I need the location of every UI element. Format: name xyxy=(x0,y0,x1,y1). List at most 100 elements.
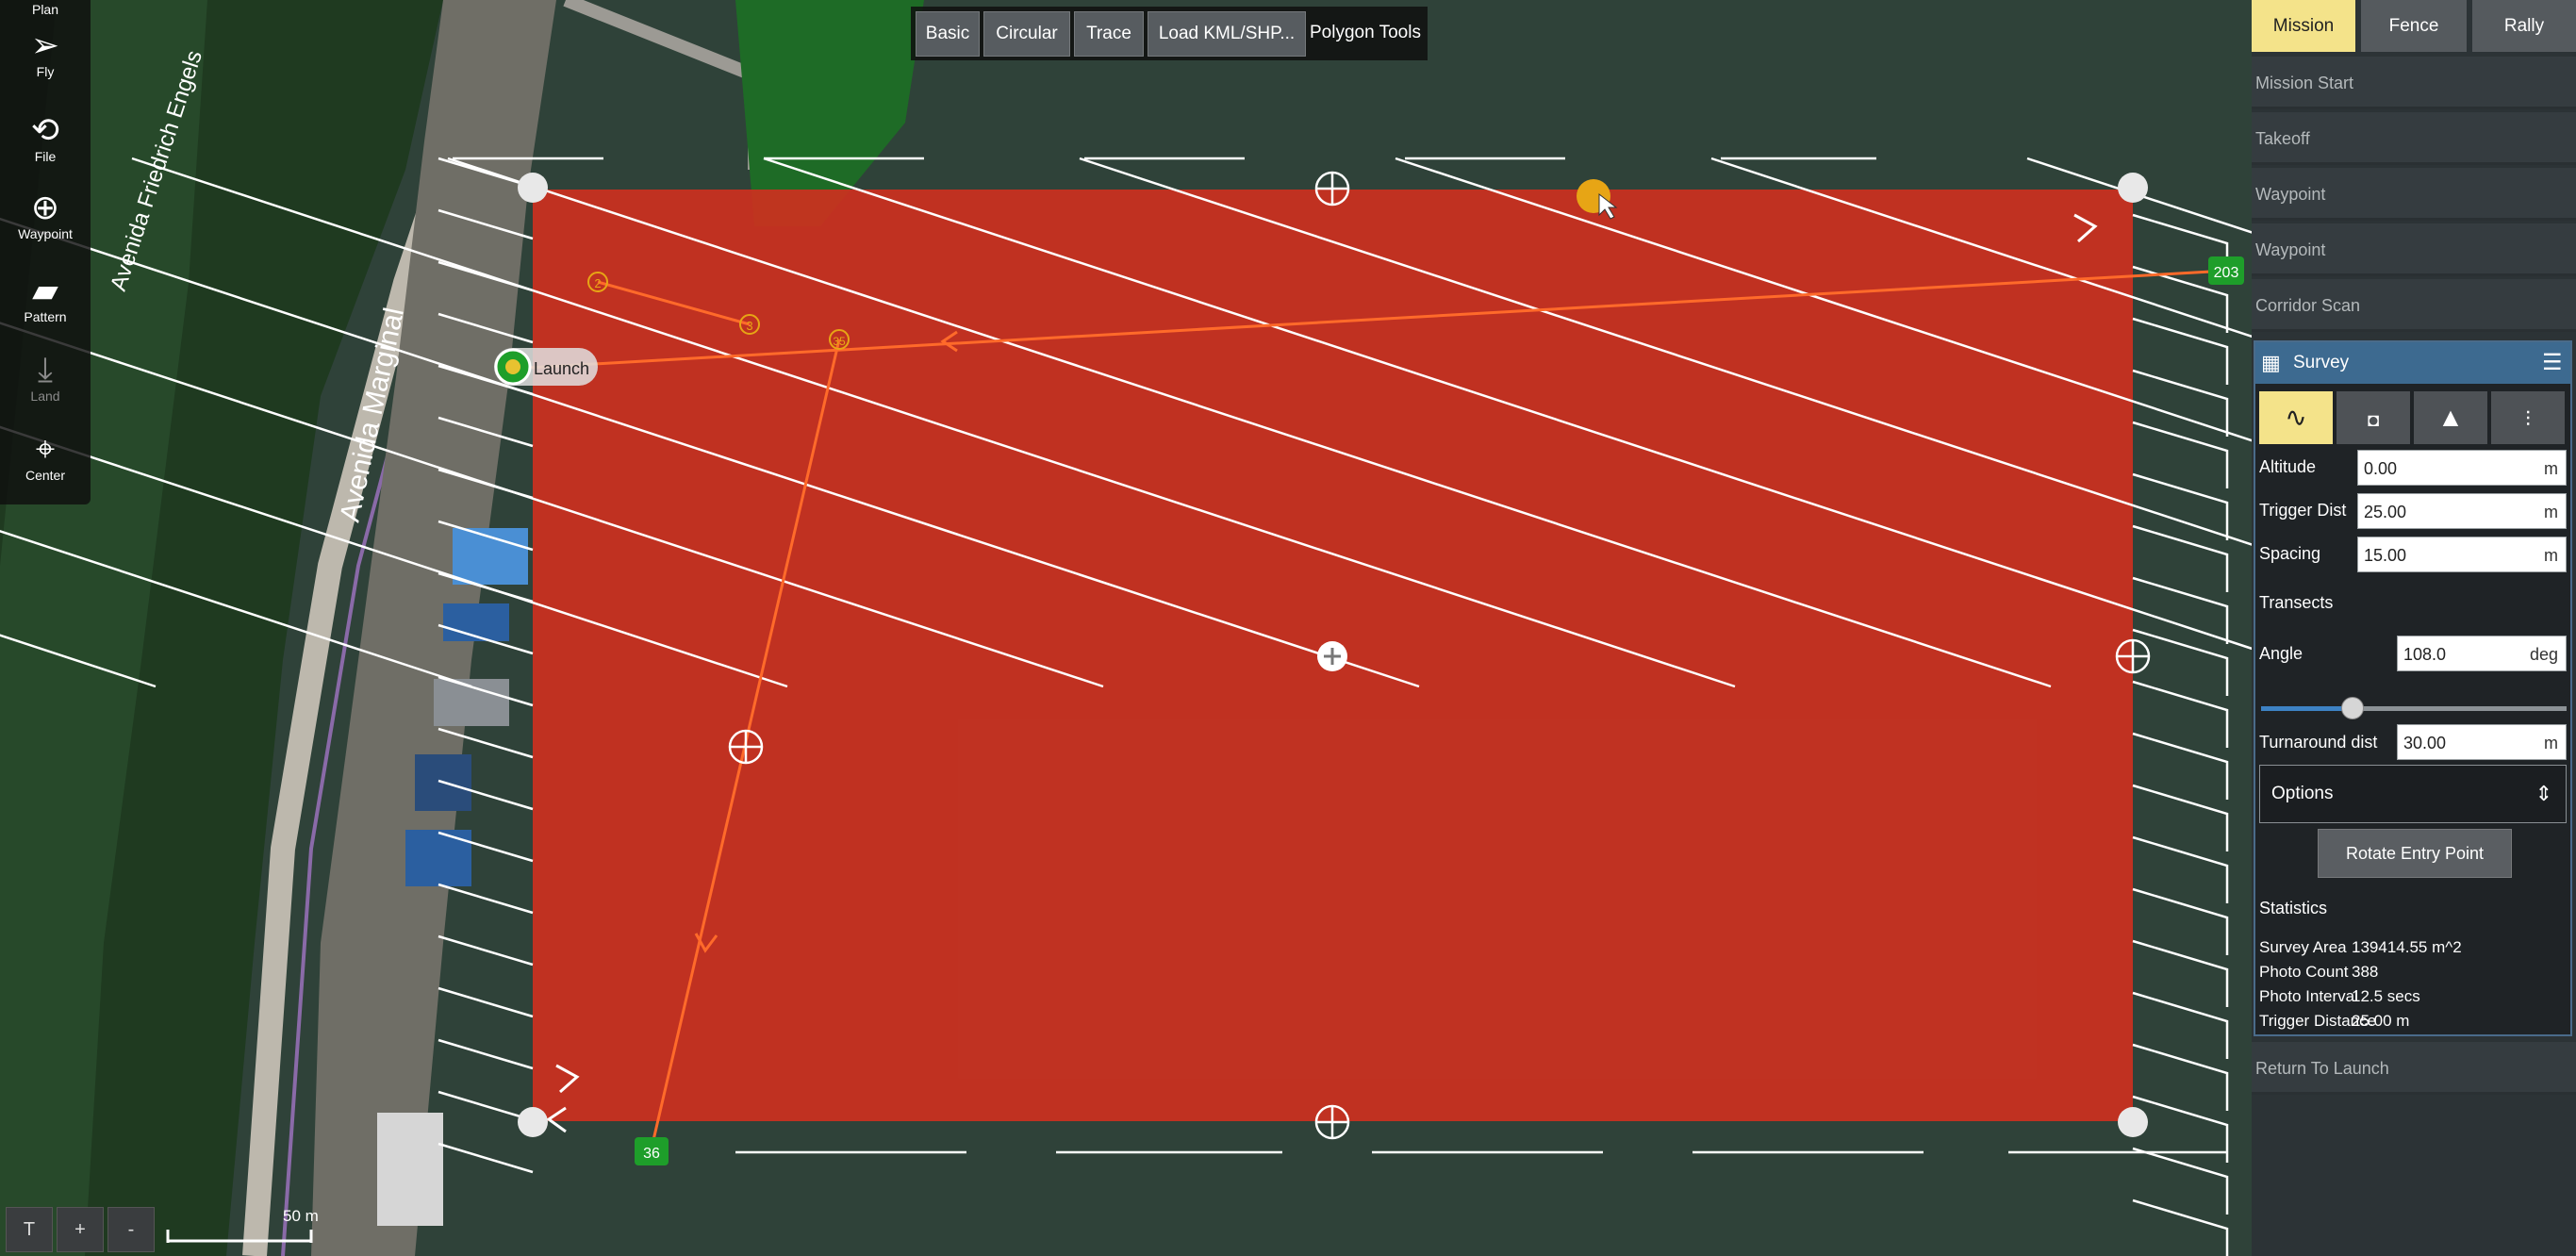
turnaround-input[interactable]: 30.00 m xyxy=(2397,724,2567,760)
add-vertex-icon[interactable] xyxy=(2115,638,2151,674)
altitude-unit: m xyxy=(2544,459,2558,478)
land-button[interactable]: ⤓ Land xyxy=(0,351,91,405)
mission-item-start[interactable]: Mission Start xyxy=(2252,57,2576,109)
tab-terrain[interactable]: ▲ xyxy=(2414,391,2487,444)
spacing-label: Spacing xyxy=(2259,544,2321,563)
spacing-unit: m xyxy=(2544,546,2558,565)
polygon-vertex[interactable] xyxy=(518,1107,548,1137)
polygon-vertex[interactable] xyxy=(518,173,548,203)
slider-track xyxy=(2261,706,2567,711)
tab-survey-pattern[interactable]: ∿ xyxy=(2259,391,2333,444)
add-vertex-icon[interactable] xyxy=(1314,171,1350,207)
waypoint-3[interactable]: 3 xyxy=(739,314,760,335)
turnaround-segment xyxy=(2132,1043,2229,1111)
building-roof xyxy=(377,1113,443,1226)
turnaround-segment xyxy=(438,260,534,292)
altitude-label: Altitude xyxy=(2259,457,2317,476)
zoom-in-button[interactable]: + xyxy=(57,1207,104,1252)
slider-handle[interactable] xyxy=(2341,697,2365,719)
turnaround-segment xyxy=(2132,835,2229,903)
trace-button[interactable]: Trace xyxy=(1074,11,1144,57)
turnaround-segment xyxy=(438,675,534,707)
turnaround-segment xyxy=(2132,524,2229,592)
fly-button[interactable]: ➢ Fly xyxy=(0,26,91,80)
tab-fence[interactable]: Fence xyxy=(2361,0,2467,52)
rotate-entry-point-button[interactable]: Rotate Entry Point xyxy=(2318,829,2512,878)
waypoint-label: Waypoint xyxy=(18,226,73,241)
add-vertex-icon[interactable] xyxy=(728,729,764,765)
altitude-value: 0.00 xyxy=(2364,459,2398,478)
survey-grid-icon: ▦ xyxy=(2261,351,2281,374)
waypoint-label: 203 xyxy=(2214,265,2239,281)
file-sync-icon: ⟲ xyxy=(30,110,60,149)
turnaround-segment xyxy=(2132,1198,2229,1256)
waypoint-203[interactable]: 203 xyxy=(2208,256,2244,285)
circular-button[interactable]: Circular xyxy=(983,11,1070,57)
transect-line xyxy=(763,157,2368,688)
file-button[interactable]: ⟲ File xyxy=(0,110,91,165)
angle-label: Angle xyxy=(2259,644,2304,663)
trigger-dist-input[interactable]: 25.00 m xyxy=(2357,493,2567,529)
camera-icon: ◘ xyxy=(2367,410,2380,431)
tilt-button[interactable]: T xyxy=(6,1207,53,1252)
mission-item-corridor-scan[interactable]: Corridor Scan xyxy=(2252,279,2576,332)
turnaround-segment xyxy=(2132,265,2229,333)
stat-label: Survey Area xyxy=(2259,938,2347,956)
polygon-vertex[interactable] xyxy=(2118,173,2148,203)
waypoint-button[interactable]: ⊕ Waypoint xyxy=(0,189,91,242)
stat-label: Photo Count xyxy=(2259,963,2349,981)
polygon-vertices[interactable] xyxy=(518,173,2148,1137)
load-kml-button[interactable]: Load KML/SHP... xyxy=(1148,11,1306,57)
options-dropdown[interactable]: Options ⇕ xyxy=(2259,765,2567,823)
zoom-out-button[interactable]: - xyxy=(107,1207,155,1252)
turnaround-value: 30.00 xyxy=(2403,734,2447,752)
tab-settings[interactable]: ⫶ xyxy=(2491,391,2565,444)
tab-camera[interactable]: ◘ xyxy=(2337,391,2410,444)
turnaround-segment xyxy=(438,571,534,603)
launch-marker[interactable]: Launch xyxy=(494,348,598,386)
turnaround-segment xyxy=(438,934,534,967)
waypoint-35[interactable]: 35 xyxy=(829,329,850,350)
mission-item-waypoint[interactable]: Waypoint xyxy=(2252,223,2576,276)
survey-pattern-icon: ∿ xyxy=(2285,403,2307,432)
waypoint-label: 3 xyxy=(746,319,752,333)
polygon-vertex[interactable] xyxy=(2118,1107,2148,1137)
transect-arrows xyxy=(546,213,2098,1133)
survey-header[interactable]: ▦ Survey ☰ xyxy=(2255,342,2570,384)
waypoint-2[interactable]: 2 xyxy=(587,272,608,292)
tab-mission[interactable]: Mission xyxy=(2252,0,2355,52)
basic-button[interactable]: Basic xyxy=(916,11,980,57)
pattern-icon: ▰ xyxy=(32,271,58,309)
transect-line xyxy=(0,322,1104,688)
waypoint-label: 2 xyxy=(594,276,601,290)
hamburger-menu-icon[interactable]: ☰ xyxy=(2542,350,2563,375)
pattern-button[interactable]: ▰ Pattern xyxy=(0,271,91,325)
mission-item-return-to-launch[interactable]: Return To Launch xyxy=(2252,1042,2576,1095)
mission-item-takeoff[interactable]: Takeoff xyxy=(2252,112,2576,165)
fly-label: Fly xyxy=(36,64,55,79)
altitude-input[interactable]: 0.00 m xyxy=(2357,450,2567,486)
turnaround-segment xyxy=(2132,1095,2229,1163)
file-label: File xyxy=(34,149,57,164)
turnaround-segment xyxy=(2132,887,2229,955)
turnaround-unit: m xyxy=(2544,734,2558,752)
turnaround-segment xyxy=(2132,939,2229,1007)
polygon-midpoints[interactable] xyxy=(728,171,2151,1140)
turnaround-segment xyxy=(2132,628,2229,696)
statistics-label: Statistics xyxy=(2259,899,2328,917)
turnaround-segment xyxy=(438,727,534,759)
transect-line xyxy=(131,157,1736,688)
trigger-dist-unit: m xyxy=(2544,503,2558,521)
mission-item-waypoint[interactable]: Waypoint xyxy=(2252,168,2576,221)
waypoint-36[interactable]: 36 xyxy=(635,1137,669,1165)
add-vertex-icon[interactable] xyxy=(1314,1104,1350,1140)
pattern-label: Pattern xyxy=(24,309,67,324)
polygon-center-drag-icon[interactable] xyxy=(1317,641,1347,671)
tab-rally[interactable]: Rally xyxy=(2472,0,2576,52)
center-button[interactable]: ⌖ Center xyxy=(0,430,91,484)
angle-input[interactable]: 108.0 deg xyxy=(2397,636,2567,671)
spacing-input[interactable]: 15.00 m xyxy=(2357,537,2567,572)
trigger-dist-label: Trigger Dist xyxy=(2259,501,2347,520)
angle-slider[interactable] xyxy=(2261,697,2567,719)
